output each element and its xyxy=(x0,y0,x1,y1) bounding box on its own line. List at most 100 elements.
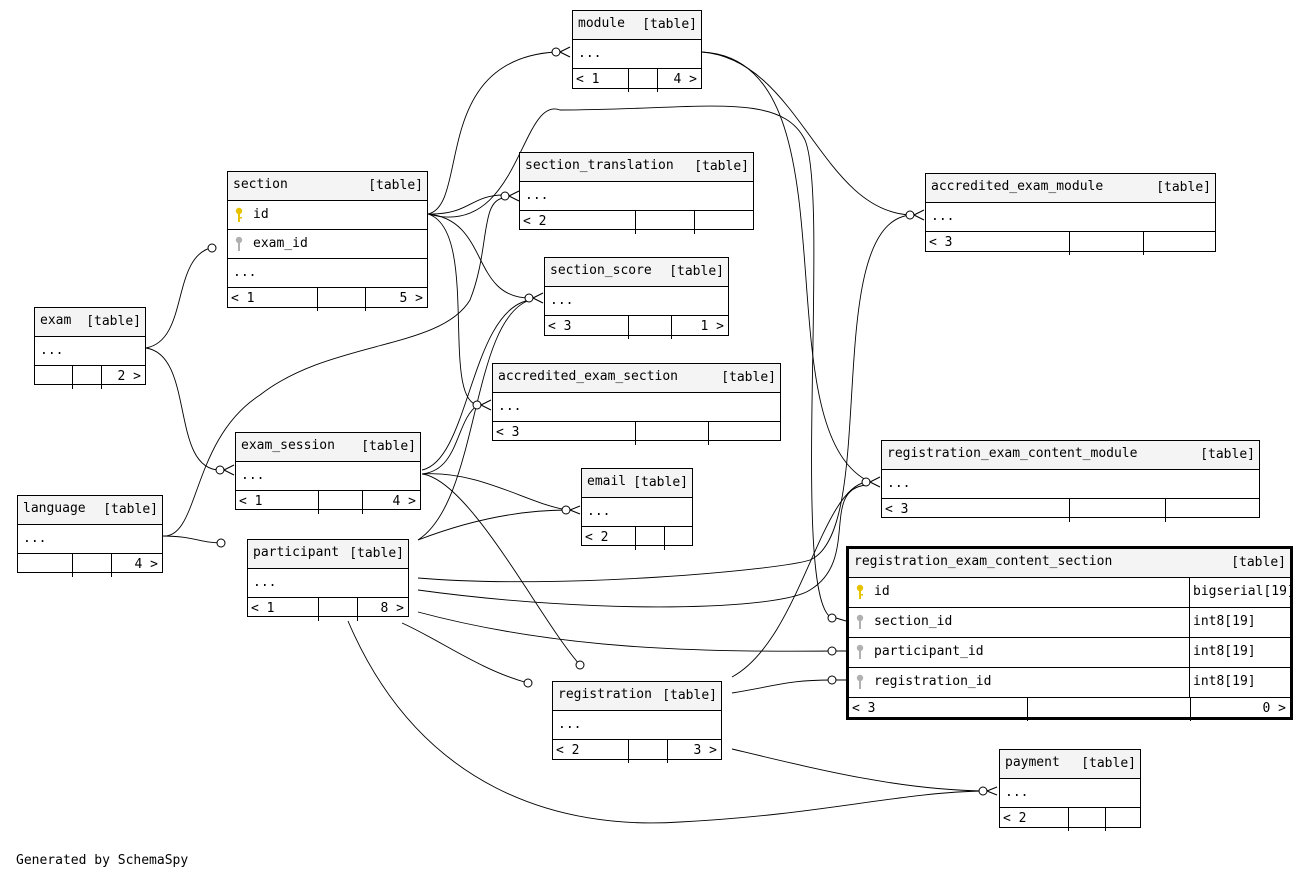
columns-ellipsis: ... xyxy=(558,717,582,732)
endpoint-section-translation xyxy=(500,191,510,201)
table-name: section_score xyxy=(550,263,652,278)
endpoint-payment xyxy=(978,786,988,796)
columns-ellipsis: ... xyxy=(587,504,611,519)
table-name: section xyxy=(233,177,288,192)
relation-exam-session-registration xyxy=(421,473,581,666)
relation-exam-exam-session xyxy=(145,347,221,471)
column-name: registration_id xyxy=(874,674,992,689)
column-name: participant_id xyxy=(874,644,984,659)
endpoint-registration-2 xyxy=(575,660,585,670)
relation-section-module xyxy=(427,51,556,215)
relation-section-accredited-exam-section xyxy=(427,213,479,406)
endpoint-section xyxy=(207,243,217,253)
outgoing-count: 3 > xyxy=(693,743,717,758)
table-tag: [table] xyxy=(642,17,697,32)
table-accredited-exam-module[interactable]: accredited_exam_module[table] ... < 3 xyxy=(925,173,1216,255)
outgoing-count: 4 > xyxy=(134,557,158,572)
column-name: id xyxy=(874,584,890,599)
columns-ellipsis: ... xyxy=(253,575,277,590)
foreign-key-icon xyxy=(856,674,864,689)
relation-exam-section xyxy=(145,246,215,349)
endpoint-accredited-exam-section xyxy=(472,400,482,410)
incoming-count: < 2 xyxy=(523,214,547,229)
table-exam[interactable]: exam[table] ... 2 > xyxy=(34,307,146,389)
table-name: language xyxy=(23,501,86,516)
column-type: int8[19] xyxy=(1193,644,1256,659)
table-section-translation[interactable]: section_translation[table] ... < 2 xyxy=(519,152,754,234)
outgoing-count: 4 > xyxy=(392,494,416,509)
relation-module-accredited-exam-module xyxy=(701,51,911,216)
columns-ellipsis: ... xyxy=(931,209,955,224)
relation-participant-accredited-exam-module xyxy=(417,214,911,583)
relation-exam-session-email xyxy=(421,473,569,511)
table-tag: [table] xyxy=(669,264,724,279)
table-tag: [table] xyxy=(633,475,688,490)
table-tag: [table] xyxy=(1156,180,1211,195)
incoming-count: < 1 xyxy=(231,291,255,306)
columns-ellipsis: ... xyxy=(233,265,257,280)
table-name: registration_exam_content_module xyxy=(887,446,1138,461)
outgoing-count: 8 > xyxy=(380,601,404,616)
relation-registration-payment xyxy=(731,748,986,792)
columns-ellipsis: ... xyxy=(525,188,549,203)
incoming-count: < 1 xyxy=(576,72,600,87)
outgoing-count: 1 > xyxy=(700,319,724,334)
table-tag: [table] xyxy=(1200,447,1255,462)
table-name: exam_session xyxy=(241,438,335,453)
table-name: payment xyxy=(1005,755,1060,770)
table-name: participant xyxy=(253,545,340,560)
endpoint-registration xyxy=(523,678,533,688)
relation-module-recm xyxy=(701,51,867,481)
relation-participant-recs xyxy=(417,611,833,652)
primary-key-icon xyxy=(235,207,243,222)
column-type: int8[19] xyxy=(1193,674,1256,689)
foreign-key-icon xyxy=(856,614,864,629)
column-id: id xyxy=(253,207,269,222)
relation-section-section-translation xyxy=(427,194,505,215)
endpoint-recm xyxy=(861,477,871,487)
columns-ellipsis: ... xyxy=(40,343,64,358)
incoming-count: < 3 xyxy=(929,235,953,250)
incoming-count: < 2 xyxy=(556,743,580,758)
incoming-count: < 3 xyxy=(496,425,520,440)
foreign-key-icon xyxy=(235,236,243,251)
table-name: email xyxy=(587,474,627,489)
table-name: registration_exam_content_section xyxy=(854,554,1113,569)
incoming-count: < 3 xyxy=(548,319,572,334)
table-tag: [table] xyxy=(1231,555,1286,570)
outgoing-count: 0 > xyxy=(1262,701,1286,716)
table-registration-exam-content-module[interactable]: registration_exam_content_module[table] … xyxy=(881,440,1260,522)
relation-participant-registration xyxy=(401,622,529,684)
table-tag: [table] xyxy=(103,502,158,517)
endpoint-module xyxy=(551,47,561,57)
table-section-score[interactable]: section_score [table] ... < 3 1 > xyxy=(544,257,729,339)
relation-registration-recm xyxy=(731,481,867,678)
table-name: section_translation xyxy=(525,158,674,173)
columns-ellipsis: ... xyxy=(578,46,602,61)
columns-ellipsis: ... xyxy=(550,293,574,308)
relation-section-section-score xyxy=(427,213,531,299)
table-module[interactable]: module [table] ... < 1 4 > xyxy=(572,10,702,92)
endpoint-recs-participant xyxy=(827,646,837,656)
relation-exam-session-section-score xyxy=(421,299,531,471)
table-name: module xyxy=(578,16,625,31)
column-name: section_id xyxy=(874,614,953,629)
column-row-section-id: section_id int8[19] xyxy=(849,608,1290,638)
table-payment[interactable]: payment[table] ... < 2 xyxy=(999,749,1141,831)
outgoing-count: 5 > xyxy=(399,291,423,306)
columns-ellipsis: ... xyxy=(1005,785,1029,800)
endpoint-recs-registration xyxy=(827,675,837,685)
table-registration-exam-content-section[interactable]: registration_exam_content_section [table]… xyxy=(846,546,1293,721)
table-language[interactable]: language [table] ... 4 > xyxy=(17,495,163,577)
table-email[interactable]: email[table] ... < 2 xyxy=(581,468,693,550)
columns-ellipsis: ... xyxy=(23,531,47,546)
outgoing-count: 4 > xyxy=(673,72,697,87)
table-tag: [table] xyxy=(361,439,416,454)
table-accredited-exam-section[interactable]: accredited_exam_section[table] ... < 3 xyxy=(492,363,781,445)
relation-registration-recs xyxy=(731,679,833,694)
endpoint-recs-section xyxy=(827,613,837,623)
